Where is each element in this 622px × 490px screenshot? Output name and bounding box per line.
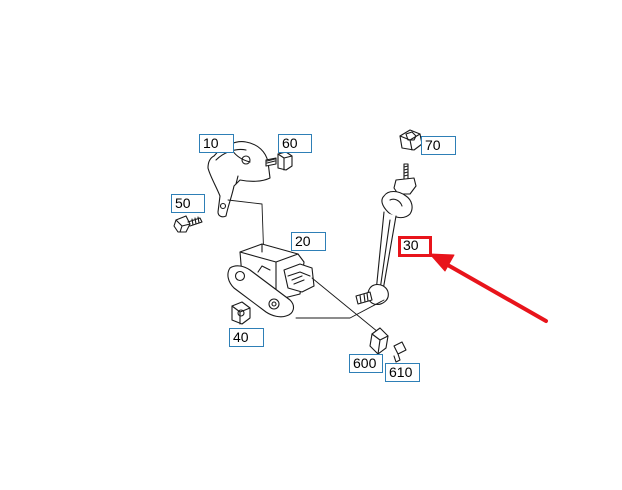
- linkage-rod-part-30: [355, 163, 417, 305]
- callout-10[interactable]: 10: [199, 134, 234, 153]
- callout-600[interactable]: 600: [349, 354, 383, 373]
- callout-610[interactable]: 610: [385, 363, 420, 382]
- callout-20[interactable]: 20: [291, 232, 326, 251]
- callout-30-highlighted[interactable]: 30: [398, 236, 432, 257]
- clip-part-600: [369, 327, 389, 355]
- nut-part-40: [231, 301, 251, 325]
- nut-part-70: [399, 129, 423, 151]
- highlight-arrow: [429, 253, 548, 323]
- callout-50[interactable]: 50: [171, 194, 205, 213]
- callout-70[interactable]: 70: [421, 136, 456, 155]
- link-line-sensor-rod: [295, 299, 385, 319]
- callout-40[interactable]: 40: [229, 328, 264, 347]
- sensor-part-20: [227, 243, 315, 318]
- screw-part-50: [173, 215, 203, 233]
- callout-60[interactable]: 60: [278, 134, 312, 153]
- link-line-bracket-sensor: [227, 199, 265, 263]
- nut-part-60: [265, 151, 293, 171]
- link-line-sensor-clip: [311, 277, 379, 333]
- bracket-part-10: [207, 141, 271, 218]
- rivet-part-610: [393, 341, 407, 363]
